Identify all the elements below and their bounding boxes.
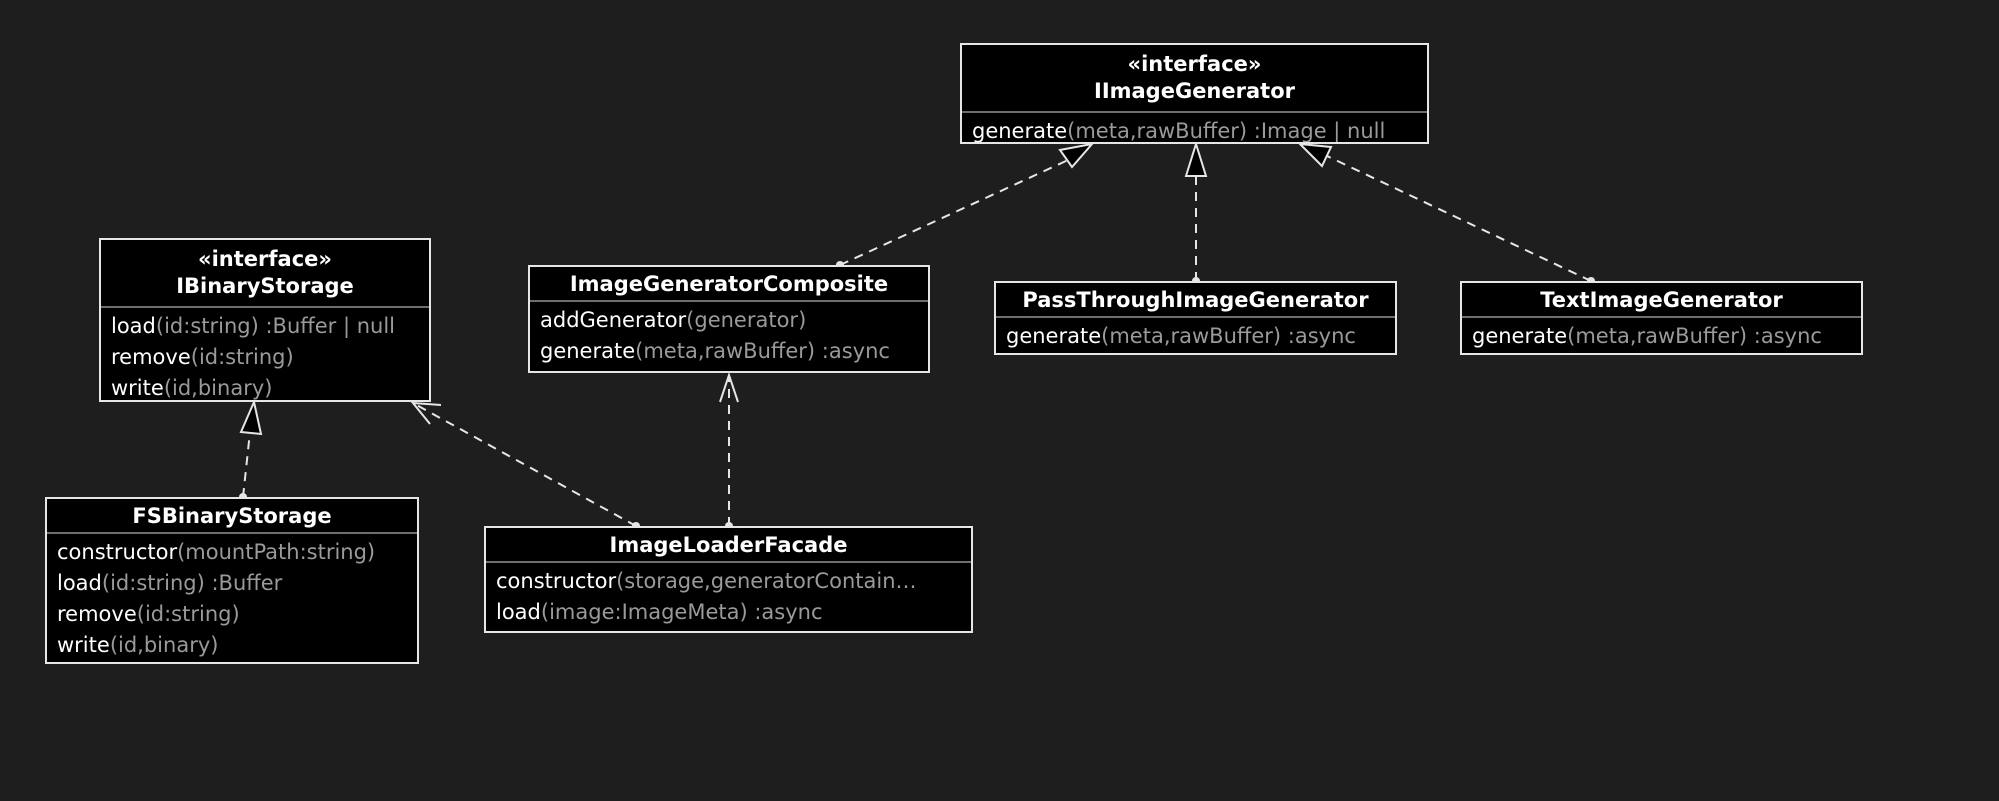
member-name: load [111, 314, 156, 338]
member-name: constructor [496, 569, 617, 593]
class-textimagegenerator[interactable]: TextImageGenerator generate(meta,rawBuff… [1460, 281, 1863, 355]
relation-composite-to-iimagegenerator [839, 154, 1080, 266]
class-header: «interface» IBinaryStorage [101, 240, 429, 308]
class-members: addGenerator(generator) generate(meta,ra… [530, 302, 928, 370]
relation-facade-to-ibinarystorage [412, 402, 637, 527]
member-signature: (id:string) :Buffer | null [155, 314, 396, 338]
member-row: load(id:string) :Buffer | null [111, 311, 419, 342]
member-signature: (generator) [686, 308, 807, 332]
member-signature: (id,binary) [163, 376, 273, 400]
member-name: generate [972, 119, 1068, 143]
member-row: constructor(storage,generatorContain… [496, 566, 961, 597]
class-name: ImageGeneratorComposite [569, 272, 889, 296]
relation-text-to-iimagegenerator [1326, 155, 1592, 282]
class-header: FSBinaryStorage [47, 499, 417, 534]
class-name: ImageLoaderFacade [609, 533, 848, 557]
member-row: write(id,binary) [57, 630, 407, 661]
class-stereotype: «interface» [1127, 52, 1262, 76]
class-members: constructor(mountPath:string) load(id:st… [47, 534, 417, 662]
member-row: load(image:ImageMeta) :async [496, 597, 961, 628]
member-name: addGenerator [540, 308, 687, 332]
member-signature: (id:string) [136, 602, 240, 626]
class-stereotype: «interface» [198, 247, 332, 271]
realization-arrowhead [1058, 142, 1095, 169]
member-row: generate(meta,rawBuffer) :Image | null [972, 116, 1417, 143]
class-header: PassThroughImageGenerator [996, 283, 1395, 318]
member-row: constructor(mountPath:string) [57, 537, 407, 568]
class-members: generate(meta,rawBuffer) :Image | null [962, 113, 1427, 143]
member-name: load [496, 600, 541, 624]
class-name: PassThroughImageGenerator [1022, 288, 1369, 312]
member-signature: (id:string) [190, 345, 294, 369]
member-name: remove [57, 602, 137, 626]
member-row: generate(meta,rawBuffer) :async [1006, 321, 1385, 352]
member-row: generate(meta,rawBuffer) :async [1472, 321, 1851, 352]
class-header: TextImageGenerator [1462, 283, 1861, 318]
dependency-arrowhead [719, 371, 739, 403]
class-members: constructor(storage,generatorContain… lo… [486, 563, 971, 631]
member-name: generate [1472, 324, 1568, 348]
member-signature: (id,binary) [109, 633, 219, 657]
member-row: addGenerator(generator) [540, 305, 918, 336]
member-signature: (meta,rawBuffer) :Image | null [1067, 119, 1386, 143]
member-row: generate(meta,rawBuffer) :async [540, 336, 918, 367]
class-name: IBinaryStorage [176, 274, 354, 298]
member-name: write [57, 633, 110, 657]
realization-arrowhead [1297, 142, 1333, 168]
member-signature: (meta,rawBuffer) :async [1101, 324, 1356, 348]
class-name: TextImageGenerator [1540, 288, 1783, 312]
member-row: write(id,binary) [111, 373, 419, 400]
member-row: remove(id:string) [111, 342, 419, 373]
class-members: generate(meta,rawBuffer) :async [996, 318, 1395, 353]
member-signature: (mountPath:string) [177, 540, 376, 564]
relation-fs-to-ibinarystorage [242, 431, 251, 498]
member-signature: (image:ImageMeta) :async [540, 600, 823, 624]
member-name: load [57, 571, 102, 595]
class-imagegeneratorcomposite[interactable]: ImageGeneratorComposite addGenerator(gen… [528, 265, 930, 373]
class-fsbinarystorage[interactable]: FSBinaryStorage constructor(mountPath:st… [45, 497, 419, 664]
class-header: ImageLoaderFacade [486, 528, 971, 563]
member-row: load(id:string) :Buffer [57, 568, 407, 599]
member-name: remove [111, 345, 191, 369]
class-members: load(id:string) :Buffer | null remove(id… [101, 308, 429, 400]
class-ibinarystorage[interactable]: «interface» IBinaryStorage load(id:strin… [99, 238, 431, 402]
class-passthroughimagegenerator[interactable]: PassThroughImageGenerator generate(meta,… [994, 281, 1397, 355]
member-name: constructor [57, 540, 178, 564]
member-name: write [111, 376, 164, 400]
realization-arrowhead [239, 398, 263, 436]
class-header: «interface» IImageGenerator [962, 45, 1427, 113]
member-signature: (meta,rawBuffer) :async [635, 339, 890, 363]
dependency-arrowhead [410, 401, 442, 425]
member-row: remove(id:string) [57, 599, 407, 630]
member-signature: (id:string) :Buffer [101, 571, 283, 595]
member-name: generate [540, 339, 636, 363]
class-members: generate(meta,rawBuffer) :async [1462, 318, 1861, 353]
member-signature: (storage,generatorContain… [616, 569, 917, 593]
class-imageloaderfacade[interactable]: ImageLoaderFacade constructor(storage,ge… [484, 526, 973, 633]
class-name: IImageGenerator [1094, 79, 1295, 103]
member-name: generate [1006, 324, 1102, 348]
member-signature: (meta,rawBuffer) :async [1567, 324, 1822, 348]
class-iimagegenerator[interactable]: «interface» IImageGenerator generate(met… [960, 43, 1429, 144]
class-header: ImageGeneratorComposite [530, 267, 928, 302]
class-name: FSBinaryStorage [132, 504, 332, 528]
realization-arrowhead [1184, 140, 1208, 177]
